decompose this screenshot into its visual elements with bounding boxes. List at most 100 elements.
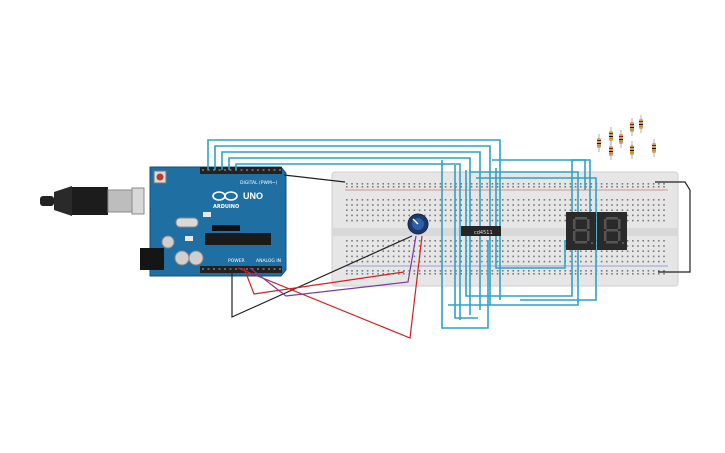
breadboard-hole bbox=[559, 209, 561, 211]
breadboard-hole bbox=[387, 260, 390, 263]
header-pin[interactable] bbox=[213, 268, 215, 270]
breadboard-hole bbox=[538, 204, 540, 206]
header-pin[interactable] bbox=[251, 268, 254, 270]
breadboard-hole bbox=[574, 183, 577, 185]
arduino-uno-board[interactable]: DIGITAL (PWM~) POWER ANALOG IN ARDUINO U… bbox=[40, 166, 287, 277]
breadboard-hole bbox=[658, 199, 660, 201]
header-pin[interactable] bbox=[207, 268, 210, 270]
ground-wires[interactable] bbox=[231, 174, 691, 318]
breadboard-hole bbox=[392, 219, 395, 222]
header-pin[interactable] bbox=[251, 169, 254, 171]
power-wires[interactable] bbox=[237, 235, 423, 339]
breadboard-hole bbox=[361, 273, 364, 275]
breadboard-hole bbox=[543, 255, 546, 258]
breadboard-hole bbox=[626, 273, 629, 275]
header-pin[interactable] bbox=[246, 268, 248, 270]
header-pin[interactable] bbox=[273, 268, 276, 270]
header-pin[interactable] bbox=[246, 169, 248, 171]
breadboard-hole bbox=[632, 240, 634, 242]
breadboard-hole bbox=[621, 209, 624, 211]
breadboard-hole bbox=[351, 260, 353, 263]
header-pin[interactable] bbox=[279, 169, 281, 171]
header-pin[interactable] bbox=[257, 169, 259, 171]
breadboard-hole bbox=[616, 183, 618, 185]
header-pin[interactable] bbox=[229, 169, 232, 171]
breadboard-hole bbox=[486, 214, 488, 217]
breadboard-hole bbox=[403, 240, 405, 242]
breadboard-hole bbox=[413, 199, 416, 201]
breadboard-hole bbox=[585, 209, 587, 211]
header-pin[interactable] bbox=[240, 169, 243, 171]
header-pin[interactable] bbox=[268, 169, 270, 171]
breadboard-hole bbox=[543, 209, 546, 211]
header-pin[interactable] bbox=[229, 268, 232, 270]
breadboard-hole bbox=[548, 183, 551, 185]
header-pin[interactable] bbox=[279, 268, 281, 270]
breadboard-hole bbox=[356, 240, 358, 242]
resistor[interactable] bbox=[609, 142, 613, 160]
breadboard-hole bbox=[346, 260, 348, 263]
header-pin[interactable] bbox=[202, 169, 204, 171]
breadboard-hole bbox=[351, 240, 353, 242]
power-jack bbox=[140, 248, 164, 270]
resistor[interactable] bbox=[652, 139, 656, 157]
breadboard-hole bbox=[366, 273, 369, 275]
breadboard-hole bbox=[507, 199, 509, 201]
header-pin[interactable] bbox=[202, 268, 204, 270]
breadboard-hole bbox=[507, 250, 509, 252]
breadboard-hole bbox=[538, 273, 540, 275]
breadboard-hole bbox=[517, 273, 520, 275]
seven-segment-display-pair[interactable] bbox=[566, 212, 627, 250]
reset-button-cap[interactable] bbox=[156, 173, 164, 181]
breadboard-hole bbox=[470, 260, 473, 263]
header-pin[interactable] bbox=[218, 268, 221, 270]
breadboard-hole bbox=[658, 209, 660, 211]
breadboard-hole bbox=[507, 273, 509, 275]
header-pin[interactable] bbox=[218, 169, 221, 171]
breadboard-hole bbox=[585, 255, 587, 258]
breadboard-hole bbox=[522, 273, 525, 275]
resistor[interactable] bbox=[630, 118, 634, 136]
header-pin[interactable] bbox=[268, 268, 270, 270]
breadboard-hole bbox=[554, 260, 556, 263]
header-pin[interactable] bbox=[213, 169, 215, 171]
potentiometer-icon[interactable] bbox=[407, 213, 429, 235]
resistor[interactable] bbox=[619, 130, 623, 148]
breadboard-hole bbox=[637, 250, 639, 252]
breadboard-hole bbox=[408, 204, 410, 206]
breadboard-hole bbox=[626, 209, 629, 211]
breadboard-hole bbox=[652, 186, 655, 188]
header-pin[interactable] bbox=[224, 268, 226, 270]
resistor[interactable] bbox=[639, 115, 643, 133]
breadboard-hole bbox=[548, 199, 551, 201]
header-pin[interactable] bbox=[273, 169, 276, 171]
breadboard-hole bbox=[507, 204, 509, 206]
header-pin[interactable] bbox=[235, 268, 237, 270]
signal-wire[interactable] bbox=[249, 235, 417, 297]
breadboard-hole bbox=[559, 273, 561, 275]
resistor[interactable] bbox=[630, 141, 634, 159]
breadboard-hole bbox=[439, 186, 442, 188]
header-pin[interactable] bbox=[262, 268, 265, 270]
resistor-group[interactable] bbox=[597, 115, 656, 160]
breadboard-hole bbox=[642, 270, 644, 272]
breadboard-hole bbox=[392, 245, 395, 247]
breadboard-hole bbox=[647, 240, 650, 242]
breadboard-hole bbox=[512, 186, 514, 188]
breadboard-hole bbox=[626, 245, 629, 247]
breadboard-hole bbox=[450, 219, 452, 222]
breadboard-hole bbox=[392, 186, 395, 188]
header-pin[interactable] bbox=[224, 169, 226, 171]
cd4511-chip[interactable]: cd4511 bbox=[461, 226, 501, 236]
breadboard-hole bbox=[632, 204, 634, 206]
resistor[interactable] bbox=[597, 134, 601, 152]
breadboard-hole bbox=[658, 270, 660, 272]
breadboard-hole bbox=[616, 186, 618, 188]
breadboard-hole bbox=[439, 204, 442, 206]
header-pin[interactable] bbox=[262, 169, 265, 171]
breadboard-hole bbox=[346, 245, 348, 247]
breadboard-hole bbox=[418, 186, 421, 188]
breadboard-hole bbox=[444, 255, 447, 258]
header-pin[interactable] bbox=[257, 268, 259, 270]
breadboard-hole bbox=[496, 250, 499, 252]
